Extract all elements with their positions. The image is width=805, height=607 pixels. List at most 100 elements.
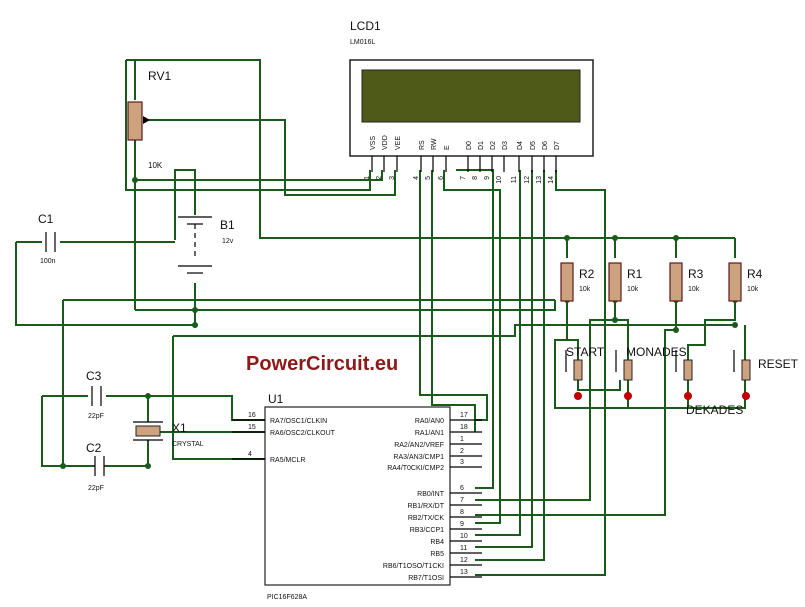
mcu-pin-name: RA0/AN0 xyxy=(415,418,444,425)
c1-capacitor xyxy=(45,232,56,252)
mcu-pin-number: 17 xyxy=(460,412,468,419)
mcu-pin-name: RA6/OSC2/CLKOUT xyxy=(270,430,336,437)
mcu-pin-number: 6 xyxy=(460,485,464,492)
mcu-pin-number: 16 xyxy=(248,412,256,419)
pushbutton-group xyxy=(565,350,751,400)
lcd-pin-number: 5 xyxy=(425,176,432,180)
rv1-potentiometer xyxy=(127,101,150,141)
reset-button-label: RESET xyxy=(758,357,799,371)
x1-ref: X1 xyxy=(172,421,187,435)
lcd-pin-number: 1 xyxy=(364,176,371,180)
mcu-pin-name: RA2/AN2/VREF xyxy=(394,442,444,449)
brand-watermark: PowerCircuit.eu xyxy=(246,353,398,375)
mcu-pin-number: 12 xyxy=(460,557,468,564)
resistor-body xyxy=(560,262,574,302)
resistor-body xyxy=(669,262,683,302)
lcd-pin-name: VSS xyxy=(370,136,377,150)
mcu-pin-name: RB6/T1OSO/T1CKI xyxy=(383,563,444,570)
b1-battery xyxy=(178,216,212,274)
rv1-value: 10K xyxy=(148,161,163,170)
mcu-pin-number: 13 xyxy=(460,569,468,576)
mcu-pin-name: RA5/MCLR xyxy=(270,457,305,464)
c2-value: 22pF xyxy=(88,485,104,492)
lcd-module: VSS1VDD2VEE3RS4RW5E6D07D18D29D310D411D51… xyxy=(349,59,594,184)
resistor-ref: R3 xyxy=(688,267,704,281)
lcd-ref: LCD1 xyxy=(350,19,381,33)
lcd-pin-number: 8 xyxy=(472,176,479,180)
lcd-pin-number: 6 xyxy=(438,176,445,180)
lcd-pin-name: D3 xyxy=(502,141,509,150)
lcd-pin-name: D2 xyxy=(490,141,497,150)
lcd-pin-name: D0 xyxy=(466,141,473,150)
x1-value: CRYSTAL xyxy=(172,441,204,448)
lcd-pin-name: E xyxy=(444,145,451,150)
lcd-pin-number: 11 xyxy=(511,176,518,183)
mcu-pin-number: 4 xyxy=(248,451,252,458)
mcu-pin-number: 8 xyxy=(460,509,464,516)
lcd-pin-number: 13 xyxy=(536,176,543,184)
b1-value: 12v xyxy=(222,238,234,245)
resistor-value: 10k xyxy=(688,286,700,293)
mcu-pin-name: RB1/RX/DT xyxy=(407,503,444,510)
lcd-pin-number: 14 xyxy=(548,176,555,184)
mcu-pin-number: 3 xyxy=(460,459,464,466)
mcu-pin-name: RB3/CCP1 xyxy=(410,527,444,534)
mcu-pin-number: 7 xyxy=(460,497,464,504)
monades-button-label: MONADES xyxy=(626,345,687,359)
lcd-pin-name: D7 xyxy=(554,141,561,150)
mcu-pin-number: 10 xyxy=(460,533,468,540)
mcu-pin-name: RA3/AN3/CMP1 xyxy=(393,454,444,461)
resistor-body xyxy=(608,262,622,302)
c3-capacitor xyxy=(91,386,102,406)
rv1-ref: RV1 xyxy=(148,69,171,83)
lcd-pin-name: D5 xyxy=(530,141,537,150)
dekades-button-symbol xyxy=(675,350,693,400)
mcu-pin-name: RA7/OSC1/CLKIN xyxy=(270,418,327,425)
dekades-button-label: DEKADES xyxy=(686,403,743,417)
resistor-ref: R2 xyxy=(579,267,595,281)
mcu-pin-number: 9 xyxy=(460,521,464,528)
b1-ref: B1 xyxy=(220,218,235,232)
resistor-body xyxy=(728,262,742,302)
mcu-pin-name: RA4/T0CKI/CMP2 xyxy=(387,465,444,472)
lcd-pin-number: 7 xyxy=(460,176,467,180)
c1-ref: C1 xyxy=(38,212,54,226)
start-button-symbol xyxy=(565,350,583,400)
mcu-pin-number: 11 xyxy=(460,545,467,552)
mcu-pin-number: 2 xyxy=(460,448,464,455)
mcu-pin-name: RB5 xyxy=(430,551,444,558)
mcu-pin-name: RB7/T1OSI xyxy=(408,575,444,582)
lcd-pin-name: VEE xyxy=(395,136,402,150)
lcd-pin-number: 2 xyxy=(376,176,383,180)
lcd-pin-name: D1 xyxy=(478,141,485,150)
start-button-label: START xyxy=(566,345,605,359)
lcd-pin-number: 4 xyxy=(413,176,420,180)
lcd-pin-number: 10 xyxy=(496,176,503,184)
lcd-pin-name: RS xyxy=(419,140,426,150)
lcd-pin-name: VDD xyxy=(382,135,389,150)
mcu-pin-number: 15 xyxy=(248,424,256,431)
mcu-pin-number: 18 xyxy=(460,424,468,431)
c3-value: 22pF xyxy=(88,413,104,420)
c2-capacitor xyxy=(94,456,105,476)
resistor-value: 10k xyxy=(579,286,591,293)
lcd-pin-name: D4 xyxy=(517,141,524,150)
resistor-ref: R4 xyxy=(747,267,763,281)
mcu-pin-name: RB2/TX/CK xyxy=(408,515,445,522)
lcd-pin-number: 9 xyxy=(484,176,491,180)
c3-ref: C3 xyxy=(86,369,102,383)
resistor-ref: R1 xyxy=(627,267,643,281)
mcu-ref: U1 xyxy=(268,392,284,406)
lcd-pin-name: RW xyxy=(431,138,438,150)
lcd-pin-number: 12 xyxy=(524,176,531,184)
reset-button-symbol xyxy=(733,350,751,400)
monades-button-symbol xyxy=(615,350,633,400)
lcd-model: LM016L xyxy=(350,39,375,46)
lcd-pin-name: D6 xyxy=(542,141,549,150)
c1-value: 100n xyxy=(40,258,56,265)
x1-crystal xyxy=(133,421,163,441)
